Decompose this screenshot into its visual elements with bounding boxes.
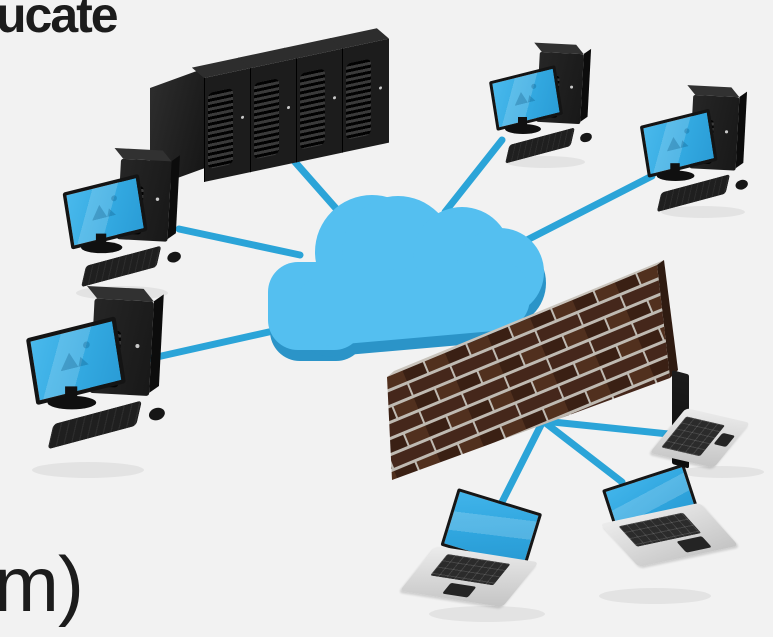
server-led xyxy=(379,85,382,90)
monitor-base xyxy=(505,124,541,134)
tower-led xyxy=(155,197,160,202)
desktop-pc-top-right xyxy=(488,42,597,165)
desktop-pc-left-lower xyxy=(25,285,172,451)
laptop-body xyxy=(649,408,751,468)
server-unit-icon xyxy=(237,47,297,173)
laptop-keyboard-icon xyxy=(661,416,726,457)
wall-front-face xyxy=(387,265,670,480)
tower-top-face xyxy=(534,42,584,55)
link-desktop-far-right-cloud xyxy=(523,172,656,244)
tower-led xyxy=(724,130,729,134)
monitor-neck xyxy=(670,163,680,173)
tower-side-face xyxy=(735,91,748,169)
server-rack xyxy=(150,18,390,188)
link-firewall-laptop-middle xyxy=(539,417,626,486)
cropped-text-bottom-left: m) xyxy=(0,540,84,628)
mouse-icon xyxy=(165,250,183,265)
cloud-top-face xyxy=(268,195,544,350)
link-desktop-top-right-cloud xyxy=(441,136,506,216)
laptop-touchpad xyxy=(676,536,712,553)
monitor-neck xyxy=(518,117,527,126)
server-vents xyxy=(346,58,371,140)
tower-side-face xyxy=(580,48,592,122)
laptop-keyboard-icon xyxy=(430,553,511,586)
tower-top-face xyxy=(87,285,154,302)
monitor-base xyxy=(47,395,97,410)
monitor-neck xyxy=(65,386,78,399)
desktop-pc-far-right xyxy=(639,85,753,214)
mouse-icon xyxy=(734,178,750,192)
server-vents xyxy=(208,87,233,170)
desktop-pc-left-upper xyxy=(62,148,187,289)
cloud-icon xyxy=(268,195,546,361)
tower-top-face xyxy=(687,85,740,98)
server-unit-icon xyxy=(283,38,343,163)
server-vents xyxy=(254,78,279,160)
tower-side-face xyxy=(167,155,180,240)
server-unit-icon xyxy=(191,57,251,182)
server-led xyxy=(241,115,244,119)
server-row xyxy=(191,28,390,184)
monitor-base xyxy=(80,241,123,254)
tower-led xyxy=(135,344,140,349)
monitor-neck xyxy=(95,233,107,244)
laptop-right xyxy=(649,366,773,481)
server-top-face xyxy=(329,28,389,49)
server-unit-icon xyxy=(329,28,389,153)
laptop-bottom-right xyxy=(592,462,739,597)
wall-side-face xyxy=(657,260,678,378)
link-firewall-laptop-left xyxy=(493,417,547,516)
tower-top-face xyxy=(114,148,172,162)
cropped-text-top-left: ucate xyxy=(0,0,119,43)
laptop-bottom-left xyxy=(399,486,550,621)
wall-top-face xyxy=(387,260,664,377)
server-led xyxy=(333,95,336,100)
tower-side-face xyxy=(149,294,164,393)
tower-led xyxy=(569,85,574,89)
server-led xyxy=(287,105,290,110)
monitor-base xyxy=(656,170,695,182)
link-firewall-laptop-right xyxy=(539,417,682,439)
server-vents xyxy=(300,68,325,150)
laptop-touchpad xyxy=(442,582,477,598)
firewall-brick-wall xyxy=(387,260,678,480)
mouse-icon xyxy=(578,131,594,144)
mouse-icon xyxy=(147,405,167,423)
link-desktop-left-upper-cloud xyxy=(175,225,304,259)
